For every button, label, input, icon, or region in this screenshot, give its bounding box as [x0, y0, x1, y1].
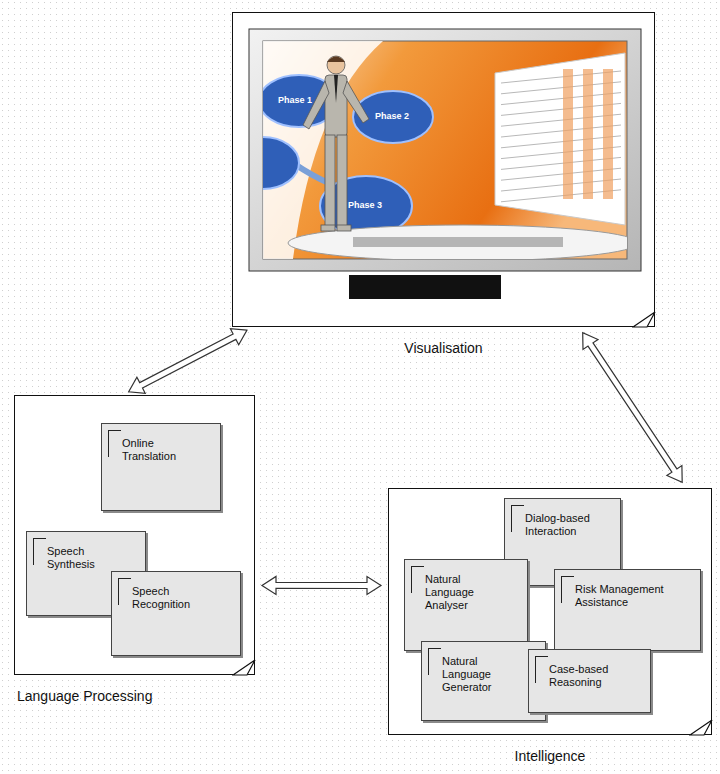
component-label: Dialog-based Interaction — [525, 512, 605, 538]
corner-bracket — [108, 430, 121, 457]
module-frame: Visualisation — [232, 12, 655, 327]
module-frame: Language ProcessingOnline TranslationSpe… — [14, 395, 255, 675]
corner-bracket — [118, 578, 131, 605]
component-box: Risk Management Assistance — [554, 569, 701, 651]
page-curl — [632, 311, 656, 328]
monitor-illustration — [233, 13, 656, 328]
hollow-double-arrow — [262, 576, 381, 594]
corner-bracket — [33, 538, 46, 565]
corner-bracket — [428, 648, 441, 675]
module-title: Language Processing — [17, 688, 152, 704]
component-box: Case-based Reasoning — [528, 649, 651, 713]
module-title: Intelligence — [389, 748, 711, 764]
hollow-double-arrow — [583, 333, 683, 482]
screen-phase-label: Phase 3 — [348, 200, 382, 210]
component-label: Natural Language Analyser — [425, 573, 495, 612]
component-box: Natural Language Analyser — [404, 559, 528, 651]
page-curl — [689, 719, 713, 736]
page-curl — [232, 659, 256, 676]
screen-phase-label: Phase 1 — [278, 95, 312, 105]
module-title: Visualisation — [233, 340, 654, 356]
screen-phase-label: Phase 2 — [375, 111, 409, 121]
component-label: Speech Synthesis — [47, 545, 109, 571]
component-label: Natural Language Generator — [442, 655, 514, 694]
corner-bracket — [561, 576, 574, 603]
component-box: Online Translation — [101, 423, 221, 511]
corner-bracket — [511, 505, 524, 532]
component-label: Risk Management Assistance — [575, 583, 695, 609]
component-box: Speech Recognition — [111, 571, 241, 656]
corner-bracket — [411, 566, 424, 593]
hollow-double-arrow — [129, 329, 247, 394]
component-label: Online Translation — [122, 437, 192, 463]
module-frame: IntelligenceDialog-based InteractionNatu… — [388, 488, 712, 735]
component-label: Case-based Reasoning — [549, 663, 619, 689]
corner-bracket — [535, 656, 548, 683]
component-label: Speech Recognition — [132, 585, 202, 611]
